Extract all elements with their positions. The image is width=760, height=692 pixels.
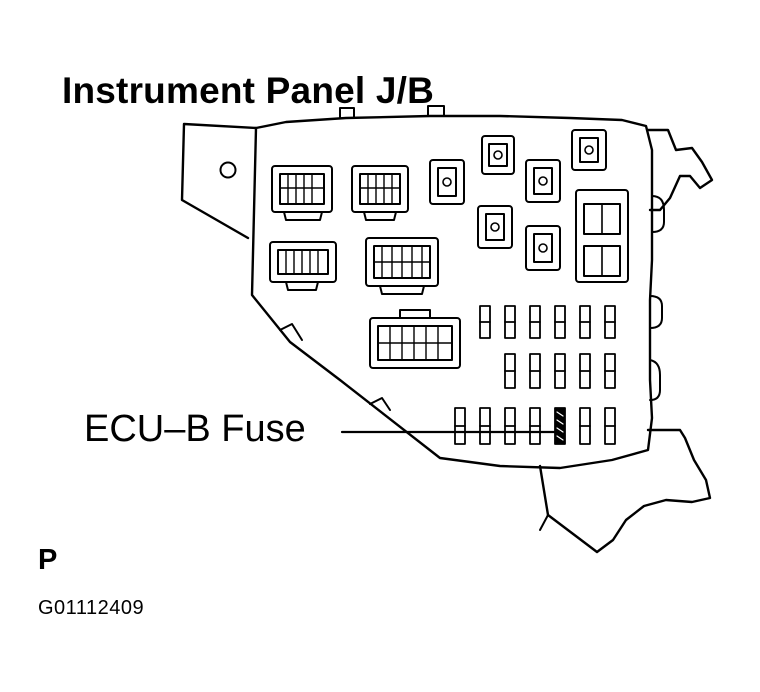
fuse	[479, 407, 491, 445]
relay-5	[477, 205, 513, 249]
connector-socket-4	[365, 237, 439, 295]
fuse	[579, 407, 591, 445]
fuse	[604, 353, 616, 389]
fuse	[579, 305, 591, 339]
fuse	[554, 305, 566, 339]
fuse	[504, 353, 516, 389]
fuse	[504, 305, 516, 339]
ecu-b-fuse	[554, 407, 566, 445]
view-letter: P	[38, 544, 58, 576]
maxi-fuse-block	[575, 189, 629, 283]
fuse	[604, 305, 616, 339]
relay-1	[429, 159, 465, 205]
fuse	[604, 407, 616, 445]
left-mounting-bracket	[180, 122, 258, 240]
relay-4	[571, 129, 607, 171]
fuse	[579, 353, 591, 389]
connector-socket-3	[269, 241, 337, 291]
connector-socket-5	[369, 309, 461, 369]
lower-right-bracket	[538, 428, 712, 554]
ecu-b-fuse-callout: ECU–B Fuse	[84, 408, 306, 450]
fuse	[554, 353, 566, 389]
relay-2	[481, 135, 515, 175]
mounting-hole	[219, 161, 237, 179]
junction-block-housing	[250, 105, 665, 470]
fuse-array	[454, 305, 616, 445]
fuse	[529, 353, 541, 389]
upper-right-tab	[646, 128, 714, 212]
relay-3	[525, 159, 561, 203]
fuse	[529, 305, 541, 339]
fuse	[529, 407, 541, 445]
fuse	[454, 407, 466, 445]
connector-socket-2	[351, 165, 409, 221]
fuse	[479, 305, 491, 339]
figure-code: G01112409	[38, 597, 145, 619]
diagram-title: Instrument Panel J/B	[62, 70, 435, 111]
connector-socket-1	[271, 165, 333, 221]
fuse	[504, 407, 516, 445]
relay-6	[525, 225, 561, 271]
